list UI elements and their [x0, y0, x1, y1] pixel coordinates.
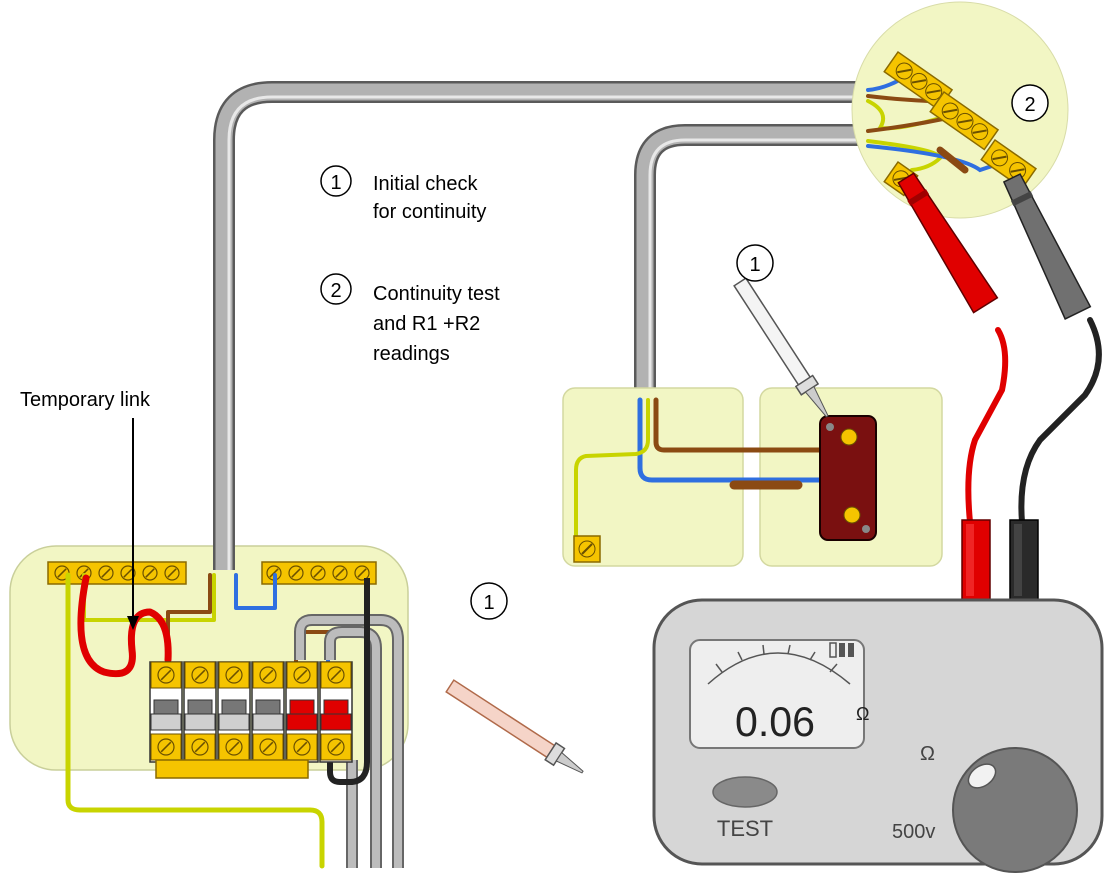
circuit-breakers: [149, 661, 353, 763]
marker-probe-left: 1: [470, 582, 508, 620]
test-lead-red: [965, 327, 1009, 525]
legend-2-number: 2: [330, 280, 341, 302]
legend-1-line2: for continuity: [373, 201, 486, 223]
dial-range-label: 500v: [892, 821, 935, 843]
temporary-link-arrow: [127, 418, 139, 630]
legend-item-2: 2 Continuity test and R1 +R2 readings: [320, 273, 500, 365]
marker-probe-top: 1: [736, 244, 774, 282]
junction-terminal-top: [883, 50, 954, 111]
test-button[interactable]: [712, 776, 778, 808]
test-probe-switch: [733, 277, 829, 418]
meter-display-reading: 0.06: [735, 698, 815, 745]
busbar: [155, 759, 309, 779]
legend-2-line3: readings: [373, 343, 450, 365]
main-cable: [213, 81, 870, 570]
switch-earth-terminal: [573, 535, 601, 563]
test-lead-red-probe: [897, 172, 999, 314]
test-lead-black: [1018, 317, 1102, 525]
junction-terminal-right: [980, 138, 1038, 190]
main-switch-module: [285, 661, 319, 763]
meter-display-unit: Ω: [856, 704, 869, 724]
svg-text:1: 1: [483, 592, 494, 614]
insulation-tester: 0.06 Ω TEST Ω 500v: [652, 598, 1104, 873]
temporary-link-label: Temporary link: [20, 389, 151, 411]
breaker-module: [183, 661, 217, 763]
legend-2-line2: and R1 +R2: [373, 313, 480, 335]
test-probe-earth: [445, 679, 584, 774]
test-lead-black-probe: [1002, 173, 1092, 320]
consumer-unit-wiring: [65, 572, 342, 869]
switch-backbox-left: [562, 387, 744, 567]
legend-1-line1: Initial check: [373, 173, 478, 195]
svg-text:1: 1: [749, 254, 760, 276]
marker-junction-box: 2: [1011, 84, 1049, 122]
breaker-module: [217, 661, 251, 763]
battery-icon: [829, 642, 854, 658]
svg-text:2: 2: [1024, 94, 1035, 116]
legend-1-number: 1: [330, 172, 341, 194]
test-button-label: TEST: [717, 816, 773, 841]
breaker-module: [251, 661, 285, 763]
outgoing-cables: [294, 578, 404, 868]
switch-cable: [634, 124, 870, 400]
dial-ohm-label: Ω: [920, 743, 935, 765]
legend-item-1: 1 Initial check for continuity: [320, 165, 486, 223]
range-dial[interactable]: [952, 747, 1078, 873]
main-switch-module: [319, 661, 353, 763]
breaker-module: [149, 661, 183, 763]
junction-terminal-middle: [929, 90, 1000, 151]
lead-plug-red: [961, 519, 991, 601]
legend-2-line1: Continuity test: [373, 283, 500, 305]
light-switch: [819, 415, 877, 541]
lead-plug-black: [1009, 519, 1039, 601]
